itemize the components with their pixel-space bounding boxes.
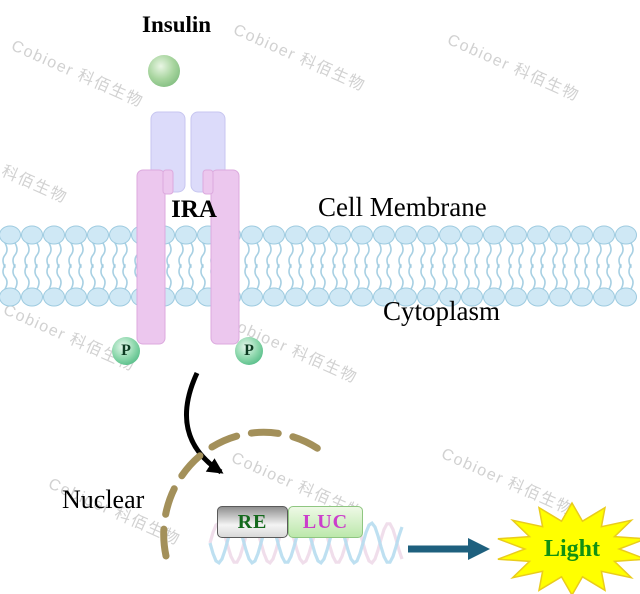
- output-arrow: [408, 538, 490, 560]
- receptor-beta-hook-right: [202, 169, 214, 195]
- phosphate-label-right: P: [244, 342, 254, 359]
- receptor-label: IRA: [171, 196, 217, 223]
- cytoplasm-label: Cytoplasm: [383, 296, 501, 326]
- re-element-box: RE: [217, 506, 288, 538]
- insulin-label: Insulin: [142, 12, 212, 37]
- light-starburst: [497, 501, 640, 594]
- luc-gene-box: LUC: [288, 506, 363, 538]
- lipid-bilayer: [0, 225, 637, 307]
- light-label: Light: [543, 536, 600, 562]
- receptor-beta-subunit-left: [136, 169, 166, 345]
- insulin-molecule: [148, 55, 180, 87]
- receptor-beta-hook-left: [162, 169, 174, 195]
- phosphate-label-left: P: [121, 342, 131, 359]
- nuclear-label: Nuclear: [62, 485, 145, 514]
- insulin-receptor: [136, 111, 240, 345]
- phosphate-circle-left: [112, 337, 140, 365]
- receptor-beta-subunit-right: [210, 169, 240, 345]
- signal-arrow: [184, 371, 224, 475]
- phosphate-circle-right: [235, 337, 263, 365]
- cell-membrane-label: Cell Membrane: [318, 192, 487, 222]
